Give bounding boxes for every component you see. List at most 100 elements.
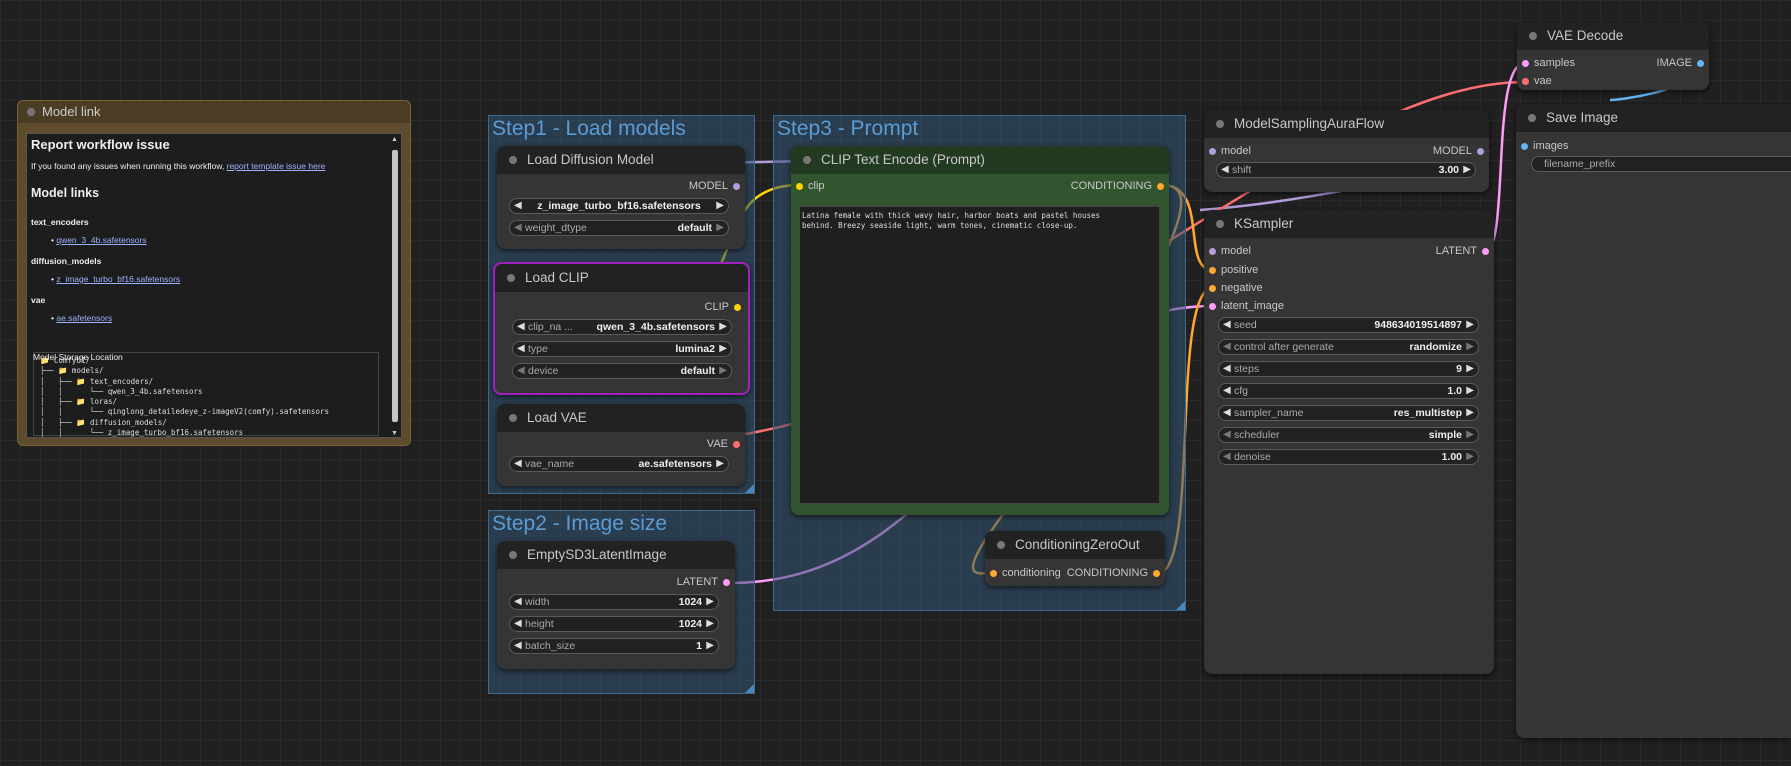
model-link-node[interactable]: Model link Report workflow issue If you … xyxy=(17,100,411,446)
vae-link[interactable]: ae.safetensors xyxy=(56,313,113,323)
prompt-textarea[interactable]: Latina female with thick wavy hair, harb… xyxy=(799,206,1160,504)
decrement-icon[interactable]: ◀ xyxy=(514,596,522,607)
conditioning-zero-out-node[interactable]: ConditioningZeroOut conditioning CONDITI… xyxy=(985,531,1165,586)
output-image-slot[interactable]: IMAGE xyxy=(1657,56,1709,70)
conditioning-output-dot[interactable] xyxy=(1157,182,1164,190)
arrow-left-icon[interactable]: ◀ xyxy=(514,458,522,469)
arrow-left-icon[interactable]: ◀ xyxy=(1223,407,1231,418)
scroll-up-icon[interactable]: ▲ xyxy=(391,136,398,143)
input-negative-slot[interactable]: negative xyxy=(1204,281,1263,295)
input-latent-slot[interactable]: latent_image xyxy=(1204,299,1284,313)
output-latent-slot[interactable]: LATENT xyxy=(1436,244,1494,258)
arrow-right-icon[interactable]: ▶ xyxy=(716,200,724,211)
arrow-left-icon[interactable]: ◀ xyxy=(1223,341,1231,352)
node-header[interactable]: ConditioningZeroOut xyxy=(985,531,1165,559)
collapse-dot-icon[interactable] xyxy=(1216,120,1224,128)
arrow-right-icon[interactable]: ▶ xyxy=(1466,407,1474,418)
images-input-dot[interactable] xyxy=(1521,142,1528,150)
text-encoders-link[interactable]: qwen_3_4b.safetensors xyxy=(56,235,147,245)
collapse-dot-icon[interactable] xyxy=(803,156,811,164)
filename-prefix-input[interactable]: filename_prefix xyxy=(1531,156,1791,172)
model-input-dot[interactable] xyxy=(1209,147,1216,155)
group-resize-handle[interactable] xyxy=(745,484,754,493)
vae-decode-node[interactable]: VAE Decode samples IMAGE vae xyxy=(1517,22,1709,90)
conditioning-output-dot[interactable] xyxy=(1153,569,1160,577)
output-conditioning-slot[interactable]: CONDITIONING xyxy=(1071,179,1169,193)
node-header[interactable]: Load VAE xyxy=(497,404,745,432)
input-conditioning-slot[interactable]: conditioning xyxy=(985,566,1061,580)
node-header[interactable]: EmptySD3LatentImage xyxy=(497,541,735,569)
scrollbar-thumb[interactable] xyxy=(392,150,398,422)
decrement-icon[interactable]: ◀ xyxy=(1223,451,1231,462)
model-sampling-auraflow-node[interactable]: ModelSamplingAuraFlow model MODEL ◀shift… xyxy=(1204,110,1489,192)
input-clip-slot[interactable]: clip xyxy=(791,179,825,193)
increment-icon[interactable]: ▶ xyxy=(1466,385,1474,396)
output-vae-slot[interactable]: VAE xyxy=(707,437,745,451)
vae-output-dot[interactable] xyxy=(733,440,740,448)
collapse-dot-icon[interactable] xyxy=(509,414,517,422)
collapse-dot-icon[interactable] xyxy=(1529,32,1537,40)
note-scrollbar[interactable]: ▲ ▼ xyxy=(391,136,399,437)
collapse-dot-icon[interactable] xyxy=(27,108,35,116)
clip-output-dot[interactable] xyxy=(734,303,741,311)
collapse-dot-icon[interactable] xyxy=(997,541,1005,549)
decrement-icon[interactable]: ◀ xyxy=(1223,319,1231,330)
scroll-down-icon[interactable]: ▼ xyxy=(391,430,398,437)
increment-icon[interactable]: ▶ xyxy=(1466,451,1474,462)
output-clip-slot[interactable]: CLIP xyxy=(705,300,746,314)
node-header[interactable]: Load Diffusion Model xyxy=(497,146,745,174)
input-model-slot[interactable]: model xyxy=(1204,244,1251,258)
unet-name-combo[interactable]: ◀z_image_turbo_bf16.safetensors▶ xyxy=(509,198,729,214)
increment-icon[interactable]: ▶ xyxy=(1466,319,1474,330)
input-positive-slot[interactable]: positive xyxy=(1204,263,1258,277)
model-input-dot[interactable] xyxy=(1209,247,1216,255)
output-model-slot[interactable]: MODEL xyxy=(689,179,745,193)
arrow-right-icon[interactable]: ▶ xyxy=(719,321,727,332)
latent-output-dot[interactable] xyxy=(723,578,730,586)
increment-icon[interactable]: ▶ xyxy=(1463,164,1471,175)
group-resize-handle[interactable] xyxy=(745,684,754,693)
arrow-left-icon[interactable]: ◀ xyxy=(517,343,525,354)
clip-name-combo[interactable]: ◀clip_na ...qwen_3_4b.safetensors▶ xyxy=(512,319,732,335)
arrow-right-icon[interactable]: ▶ xyxy=(719,343,727,354)
decrement-icon[interactable]: ◀ xyxy=(1223,363,1231,374)
image-output-dot[interactable] xyxy=(1697,59,1704,67)
arrow-right-icon[interactable]: ▶ xyxy=(719,365,727,376)
negative-input-dot[interactable] xyxy=(1209,284,1216,292)
model-link-content[interactable]: Report workflow issue If you found any i… xyxy=(26,133,402,438)
clip-input-dot[interactable] xyxy=(796,182,803,190)
save-image-node[interactable]: Save Image images filename_prefix xyxy=(1516,104,1791,738)
arrow-right-icon[interactable]: ▶ xyxy=(1466,341,1474,352)
collapse-dot-icon[interactable] xyxy=(1216,220,1224,228)
positive-input-dot[interactable] xyxy=(1209,266,1216,274)
collapse-dot-icon[interactable] xyxy=(1528,114,1536,122)
input-samples-slot[interactable]: samples xyxy=(1517,56,1575,70)
ksampler-node[interactable]: KSampler model LATENT positive negative … xyxy=(1204,210,1494,674)
output-conditioning-slot[interactable]: CONDITIONING xyxy=(1067,566,1165,580)
input-model-slot[interactable]: model xyxy=(1204,144,1251,158)
arrow-left-icon[interactable]: ◀ xyxy=(517,365,525,376)
arrow-right-icon[interactable]: ▶ xyxy=(716,222,724,233)
vae-input-dot[interactable] xyxy=(1522,77,1529,85)
latent-input-dot[interactable] xyxy=(1209,302,1216,310)
input-vae-slot[interactable]: vae xyxy=(1517,74,1552,88)
model-output-dot[interactable] xyxy=(1477,147,1484,155)
decrement-icon[interactable]: ◀ xyxy=(1221,164,1229,175)
arrow-left-icon[interactable]: ◀ xyxy=(514,222,522,233)
latent-output-dot[interactable] xyxy=(1482,247,1489,255)
arrow-left-icon[interactable]: ◀ xyxy=(517,321,525,332)
